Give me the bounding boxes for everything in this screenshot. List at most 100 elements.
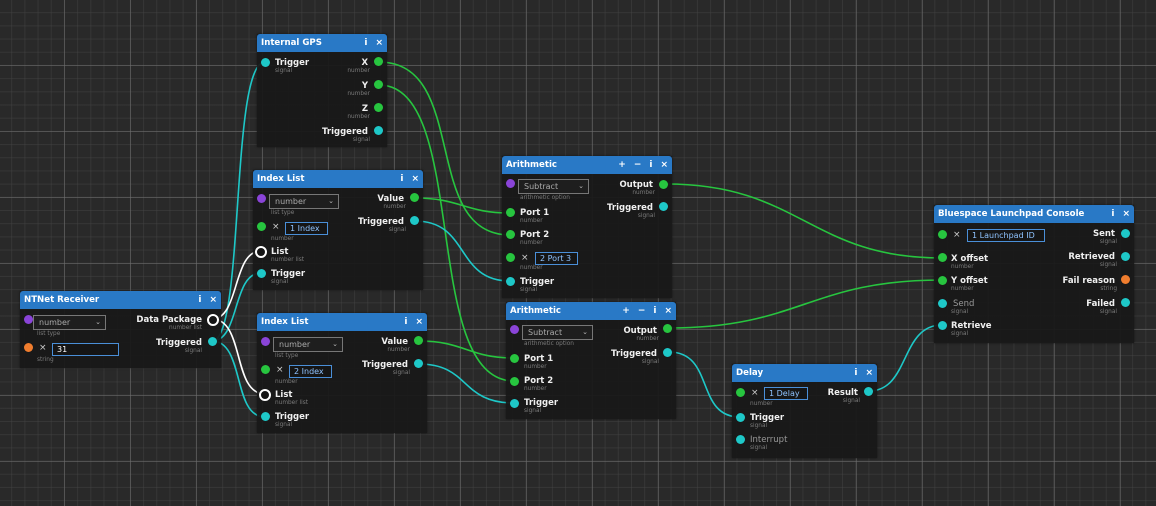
output-port[interactable] bbox=[663, 324, 672, 333]
triggered-port[interactable] bbox=[414, 359, 423, 368]
operation-port[interactable] bbox=[506, 179, 515, 188]
z-output-port[interactable] bbox=[374, 103, 383, 112]
list-type-dropdown[interactable]: number ⌄ bbox=[273, 337, 343, 352]
string-port[interactable] bbox=[24, 343, 33, 352]
node-index-list-2[interactable]: Index List i × number ⌄ list type × 2 In… bbox=[257, 313, 427, 433]
info-button[interactable]: i bbox=[364, 38, 368, 48]
trigger-port[interactable] bbox=[261, 58, 270, 67]
delay-input[interactable]: 1 Delay bbox=[764, 387, 808, 400]
launchpad-id-input[interactable]: 1 Launchpad ID bbox=[967, 229, 1045, 242]
close-button[interactable]: × bbox=[411, 174, 419, 184]
operation-dropdown[interactable]: Subtract ⌄ bbox=[522, 325, 593, 340]
retrieve-port[interactable] bbox=[938, 321, 947, 330]
trigger-port[interactable] bbox=[261, 412, 270, 421]
operation-dropdown[interactable]: Subtract ⌄ bbox=[518, 179, 589, 194]
node-header[interactable]: NTNet Receiver i × bbox=[20, 291, 221, 309]
index-port[interactable] bbox=[257, 222, 266, 231]
port2-port[interactable] bbox=[506, 230, 515, 239]
sent-port[interactable] bbox=[1121, 229, 1130, 238]
info-button[interactable]: i bbox=[400, 174, 404, 184]
index-port[interactable] bbox=[261, 365, 270, 374]
info-button[interactable]: i bbox=[404, 317, 408, 327]
list-type-dropdown[interactable]: number ⌄ bbox=[269, 194, 339, 209]
triggered-port[interactable] bbox=[663, 348, 672, 357]
node-delay[interactable]: Delay i × × 1 Delay number Trigger signa… bbox=[732, 364, 877, 458]
close-button[interactable]: × bbox=[660, 160, 668, 170]
add-port-button[interactable]: + bbox=[622, 306, 630, 316]
fail-reason-port[interactable] bbox=[1121, 275, 1130, 284]
failed-port[interactable] bbox=[1121, 298, 1130, 307]
remove-port-button[interactable]: − bbox=[633, 160, 642, 170]
value-port[interactable] bbox=[414, 336, 423, 345]
node-header[interactable]: Delay i × bbox=[732, 364, 877, 382]
node-arithmetic-2[interactable]: Arithmetic + − i × Subtract ⌄ arithmetic… bbox=[506, 302, 676, 419]
node-header[interactable]: Arithmetic + − i × bbox=[506, 302, 676, 320]
add-port-button[interactable]: + bbox=[618, 160, 626, 170]
node-bluespace-launchpad-console[interactable]: Bluespace Launchpad Console i × × 1 Laun… bbox=[934, 205, 1134, 343]
remove-port-button[interactable]: − bbox=[637, 306, 646, 316]
port3-input[interactable]: 2 Port 3 bbox=[535, 252, 578, 265]
info-button[interactable]: i bbox=[653, 306, 657, 316]
node-header[interactable]: Bluespace Launchpad Console i × bbox=[934, 205, 1134, 223]
triggered-port[interactable] bbox=[374, 126, 383, 135]
trigger-port[interactable] bbox=[736, 413, 745, 422]
string-input[interactable]: 31 bbox=[52, 343, 119, 356]
index-input[interactable]: 2 Index bbox=[289, 365, 332, 378]
trigger-port[interactable] bbox=[257, 269, 266, 278]
y-output-port[interactable] bbox=[374, 80, 383, 89]
close-button[interactable]: × bbox=[375, 38, 383, 48]
remove-icon[interactable]: × bbox=[521, 253, 529, 263]
triggered-port[interactable] bbox=[659, 202, 668, 211]
remove-icon[interactable]: × bbox=[953, 230, 961, 240]
info-button[interactable]: i bbox=[1111, 209, 1115, 219]
close-button[interactable]: × bbox=[415, 317, 423, 327]
list-type-port[interactable] bbox=[261, 337, 270, 346]
remove-icon[interactable]: × bbox=[272, 222, 280, 232]
remove-icon[interactable]: × bbox=[276, 365, 284, 375]
x-output-port[interactable] bbox=[374, 57, 383, 66]
send-port[interactable] bbox=[938, 299, 947, 308]
node-ntnet-receiver[interactable]: NTNet Receiver i × number ⌄ list type × … bbox=[20, 291, 221, 368]
node-arithmetic-1[interactable]: Arithmetic + − i × Subtract ⌄ arithmetic… bbox=[502, 156, 672, 298]
list-type-dropdown[interactable]: number ⌄ bbox=[33, 315, 106, 330]
port2-port[interactable] bbox=[510, 377, 519, 386]
list-type-port[interactable] bbox=[257, 194, 266, 203]
remove-icon[interactable]: × bbox=[39, 343, 47, 353]
node-header[interactable]: Internal GPS i × bbox=[257, 34, 387, 52]
output-port[interactable] bbox=[659, 180, 668, 189]
close-button[interactable]: × bbox=[209, 295, 217, 305]
close-button[interactable]: × bbox=[865, 368, 873, 378]
delay-port[interactable] bbox=[736, 388, 745, 397]
port1-port[interactable] bbox=[506, 208, 515, 217]
node-index-list-1[interactable]: Index List i × number ⌄ list type × 1 In… bbox=[253, 170, 423, 290]
x-offset-port[interactable] bbox=[938, 253, 947, 262]
info-button[interactable]: i bbox=[198, 295, 202, 305]
data-package-port[interactable] bbox=[207, 314, 219, 326]
interrupt-port[interactable] bbox=[736, 435, 745, 444]
list-port[interactable] bbox=[255, 246, 267, 258]
port3-port[interactable] bbox=[506, 253, 515, 262]
list-type-port[interactable] bbox=[24, 315, 33, 324]
close-button[interactable]: × bbox=[664, 306, 672, 316]
y-offset-port[interactable] bbox=[938, 276, 947, 285]
info-button[interactable]: i bbox=[854, 368, 858, 378]
remove-icon[interactable]: × bbox=[751, 388, 759, 398]
result-port[interactable] bbox=[864, 387, 873, 396]
list-port[interactable] bbox=[259, 389, 271, 401]
node-header[interactable]: Index List i × bbox=[257, 313, 427, 331]
triggered-port[interactable] bbox=[208, 337, 217, 346]
node-internal-gps[interactable]: Internal GPS i × Trigger signal X number… bbox=[257, 34, 387, 147]
launchpad-id-port[interactable] bbox=[938, 230, 947, 239]
node-header[interactable]: Arithmetic + − i × bbox=[502, 156, 672, 174]
close-button[interactable]: × bbox=[1122, 209, 1130, 219]
info-button[interactable]: i bbox=[649, 160, 653, 170]
trigger-port[interactable] bbox=[510, 399, 519, 408]
operation-port[interactable] bbox=[510, 325, 519, 334]
retrieved-port[interactable] bbox=[1121, 252, 1130, 261]
index-input[interactable]: 1 Index bbox=[285, 222, 328, 235]
trigger-port[interactable] bbox=[506, 277, 515, 286]
port1-port[interactable] bbox=[510, 354, 519, 363]
triggered-port[interactable] bbox=[410, 216, 419, 225]
node-header[interactable]: Index List i × bbox=[253, 170, 423, 188]
value-port[interactable] bbox=[410, 193, 419, 202]
